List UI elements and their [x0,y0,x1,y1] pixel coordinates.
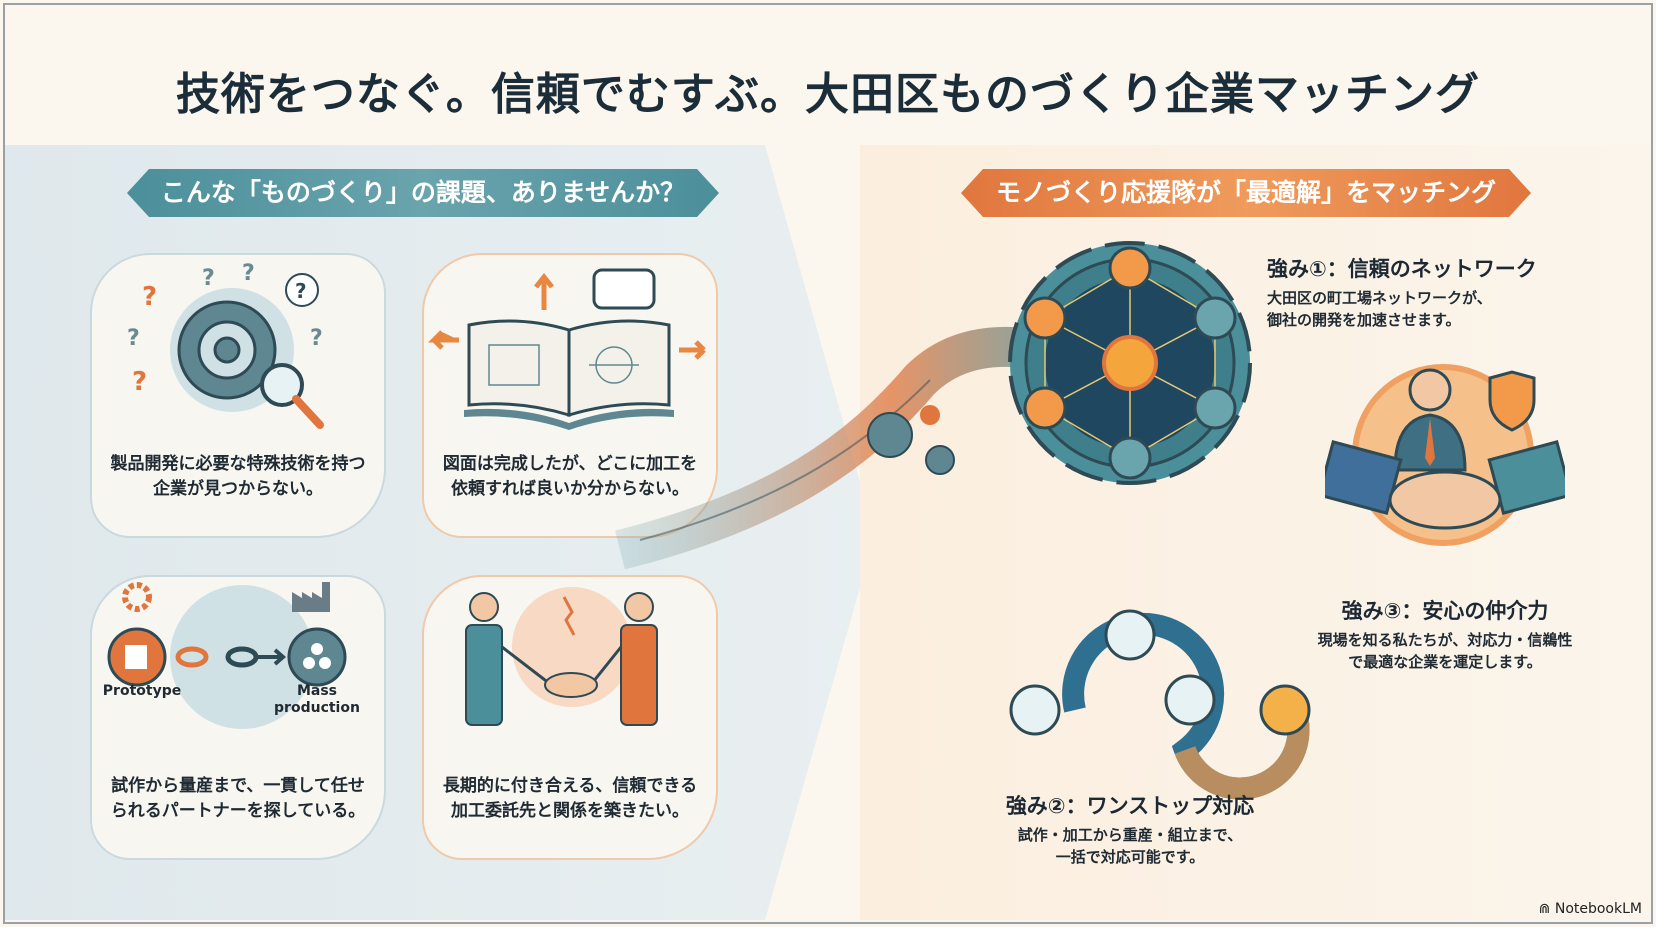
problem-text: 製品開発に必要な特殊技術を持つ企業が見つからない。 [110,454,366,499]
strength-line: 大田区の町工場ネットワークが、 [1267,289,1492,307]
strength-title: 強み③：安心の仲介力 [1341,599,1549,623]
problems-banner: こんな「ものづくり」の課題、ありませんか？ [127,169,719,217]
svg-text:?: ? [202,266,215,291]
svg-text:?: ? [132,367,147,397]
svg-text:?: ? [295,279,307,303]
business-handshake-icon [465,587,658,726]
svg-text:?: ? [242,261,255,286]
problem-text: 試作から量産まで、一貫して任せられるパートナーを探している。 [110,776,366,821]
svg-text:?: ? [127,326,140,351]
solutions-banner: モノづくり応援隊が「最適解」をマッチング [961,169,1531,217]
brand-name: NotebookLM [1554,901,1642,917]
notebooklm-watermark: ⋒ NotebookLM [1539,901,1642,917]
strength-line: 現場を知る私たちが、対応力・信鵜性 [1317,631,1573,649]
blueprint-book-icon [427,268,706,430]
strength-line: 試作・加工から重産・組立まで、 [1017,826,1243,844]
gear-magnifier-icon: ?? ???? ? [127,261,324,429]
mass-production-label: Mass production [274,683,360,716]
strength-title: 強み②：ワンストップ対応 [1005,794,1255,818]
strength-1: 強み①：信頼のネットワーク 大田区の町工場ネットワークが、 御社の開発を加速させ… [1267,253,1537,331]
problem-card-drawing: 図面は完成したが、どこに加工を依頼すれば良いか分からない。 [422,253,718,538]
prototype-label: Prototype [102,683,182,699]
factory-network-gear [1008,241,1252,485]
strength-title: 強み①：信頼のネットワーク [1267,257,1537,281]
problem-text: 図面は完成したが、どこに加工を依頼すれば良いか分からない。 [442,454,698,499]
svg-text:?: ? [142,282,157,312]
problem-text: 長期的に付き合える、信頼できる加工委託先と関係を築きたい。 [442,776,698,821]
prototype-to-mass-production-icon [107,582,347,729]
problem-card-partner: Prototype Mass production 試作から量産まで、一貫して任… [90,575,386,860]
mediator-handshake-icon [1325,364,1565,546]
strength-line: で最適な企業を運定します。 [1348,653,1542,671]
strength-line: 御社の開発を加速させます。 [1267,311,1461,329]
problem-card-special-tech: ?? ???? ? 製品開発に必要な特殊技術を持つ企業が見つからない。 [90,253,386,538]
strength-3: 強み③：安心の仲介力 現場を知る私たちが、対応力・信鵜性 で最適な企業を運定しま… [1318,595,1573,673]
strength-line: 一括で対応可能です。 [1055,848,1205,866]
notebooklm-logo-icon: ⋒ [1538,901,1555,917]
problem-card-long-term: 長期的に付き合える、信頼できる加工委託先と関係を築きたい。 [422,575,718,860]
svg-text:?: ? [310,326,323,351]
page-title: 技術をつなぐ。信頼でむすぶ。大田区ものづくり企業マッチング [175,69,1481,120]
strength-2: 強み②：ワンストップ対応 試作・加工から重産・組立まで、 一括で対応可能です。 [980,790,1280,868]
one-stop-cycle-loop [1009,609,1311,800]
